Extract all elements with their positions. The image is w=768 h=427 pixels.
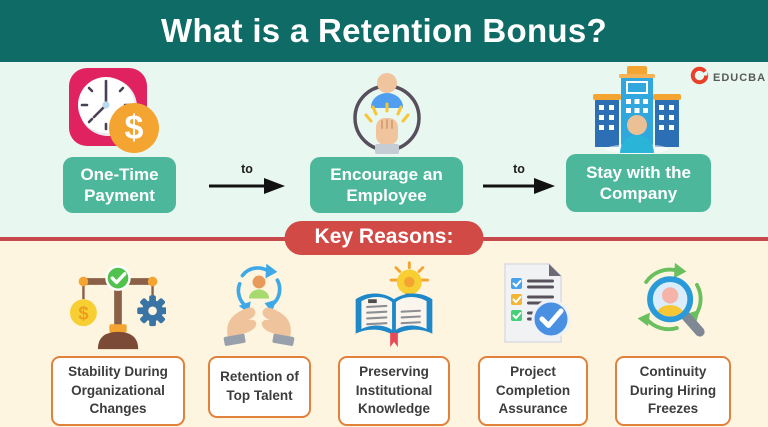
- connector-label: to: [241, 162, 253, 176]
- flow-arrow-2: to: [482, 162, 556, 200]
- step-encourage-employee: Encourage an Employee: [310, 157, 463, 213]
- checklist-icon: [487, 258, 579, 355]
- reason-retention: Retention of Top Talent: [208, 356, 311, 418]
- reason-knowledge: Preserving Institutional Knowledge: [338, 356, 450, 426]
- flow-arrow-1: to: [208, 162, 286, 200]
- book-knowledge-icon: [348, 260, 440, 355]
- connector-label: to: [513, 162, 525, 176]
- brand-logo: EDUCBA: [690, 66, 766, 90]
- step-stay-with-company: Stay with the Company: [566, 154, 711, 212]
- clock-money-icon: $: [66, 66, 160, 159]
- company-building-icon: [589, 66, 685, 159]
- header-bar: What is a Retention Bonus?: [0, 0, 768, 62]
- right-arrow-icon: [482, 177, 556, 200]
- brand-name: EDUCBA: [713, 72, 767, 84]
- svg-text:$: $: [125, 109, 144, 147]
- page-title: What is a Retention Bonus?: [161, 12, 607, 49]
- encourage-employee-icon: [349, 66, 425, 163]
- magnifier-person-icon: [627, 258, 719, 357]
- key-reasons-banner: Key Reasons:: [284, 221, 484, 255]
- step-one-time-payment: One-Time Payment: [63, 157, 176, 213]
- reason-continuity: Continuity During Hiring Freezes: [615, 356, 731, 426]
- reason-stability: Stability During Organizational Changes: [51, 356, 185, 426]
- hands-talent-icon: [213, 258, 305, 357]
- reason-project: Project Completion Assurance: [478, 356, 588, 426]
- right-arrow-icon: [208, 177, 286, 200]
- svg-text:$: $: [78, 302, 88, 323]
- balance-scale-icon: $: [70, 258, 168, 357]
- educba-logo-icon: [690, 66, 709, 90]
